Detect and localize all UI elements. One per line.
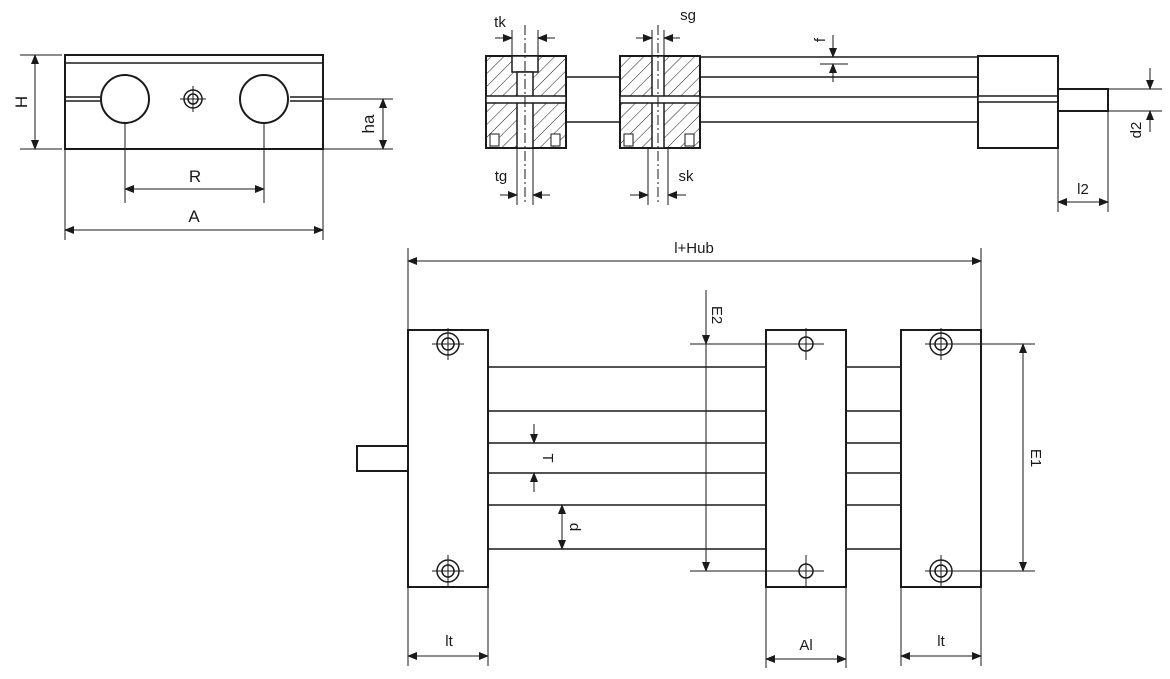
rod-bore-left: [100, 74, 150, 124]
dim-label-E2: E2: [708, 306, 725, 324]
dim-label-lt-left: lt: [445, 633, 453, 650]
sectioned-block-middle: [619, 25, 701, 205]
mounting-hole: [690, 555, 824, 587]
dim-label-lt-right: lt: [937, 633, 945, 650]
dim-label-sg: sg: [680, 7, 696, 24]
shaft-stub: [1057, 88, 1109, 112]
dim-label-R: R: [189, 167, 201, 186]
dim-label-A: A: [188, 207, 200, 226]
dim-label-d: d: [566, 523, 583, 531]
dim-label-tk: tk: [494, 14, 506, 31]
mounting-hole: [690, 328, 824, 360]
dim-label-f: f: [812, 37, 829, 42]
mounting-hole: [432, 555, 464, 587]
carriage-block-top: [765, 329, 847, 588]
end-block-right: [977, 55, 1109, 149]
end-block-left-top: [407, 329, 489, 588]
dim-label-H: H: [12, 96, 31, 108]
dim-label-l2: l2: [1077, 181, 1089, 198]
dim-label-ha: ha: [359, 114, 378, 133]
mounting-hole: [432, 328, 464, 360]
dim-label-d2: d2: [1128, 122, 1145, 139]
mounting-hole: [925, 328, 1035, 360]
end-block-right-top: [900, 329, 982, 588]
shaft-stub-top: [356, 445, 409, 472]
dim-label-lhub: l+Hub: [674, 240, 714, 257]
mounting-hole: [925, 555, 1035, 587]
top-view: l+Hub E2 E1 T d lt Al lt: [356, 240, 1044, 668]
dim-label-E1: E1: [1027, 449, 1044, 467]
dim-label-sk: sk: [679, 168, 695, 185]
rod-bore-right: [239, 74, 289, 124]
end-view: H ha R A: [12, 54, 393, 240]
dim-label-Al: Al: [799, 637, 812, 654]
dim-label-T: T: [539, 453, 556, 462]
side-view: tk sg tg sk f d2 l2: [485, 7, 1162, 212]
sectioned-block-left: [485, 25, 567, 205]
dim-label-tg: tg: [495, 168, 508, 185]
